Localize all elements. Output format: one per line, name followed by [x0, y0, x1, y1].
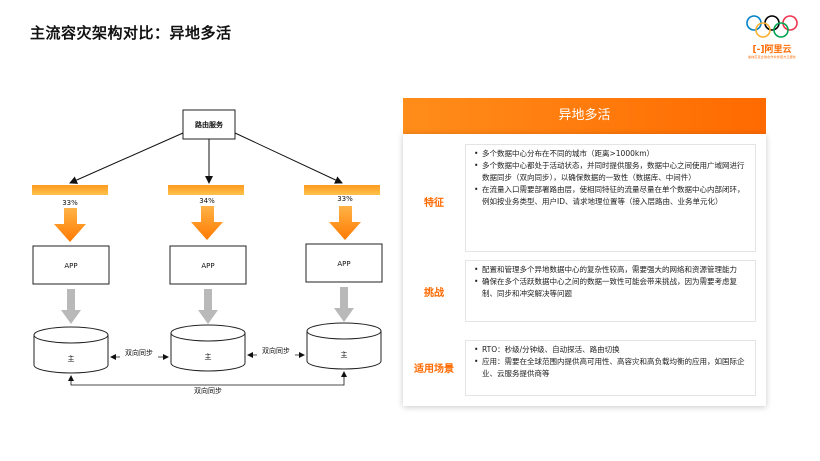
app-box-3 — [305, 243, 383, 283]
list-item: 配置和管理多个异地数据中心的复杂性较高，需要强大的网络和资源管理能力 — [474, 264, 747, 276]
olympic-rings-icon — [746, 15, 798, 38]
page-title: 主流容灾架构对比：异地多活 — [30, 24, 232, 42]
traffic-bar-3 — [304, 185, 380, 195]
active-active-diagram: 路由服务 33% 34% 33% APP APP APP 主 主 主 双向同步 … — [32, 109, 383, 395]
traffic-bar-1 — [32, 185, 108, 195]
row-box-challenges: 配置和管理多个异地数据中心的复杂性较高，需要强大的网络和资源管理能力 确保在多个… — [465, 260, 756, 322]
list-item: 确保在多个活跃数据中心之间的数据一致性可能会带来挑战，因为需要考虑复制、同步和冲… — [474, 276, 747, 300]
traffic-arrow-3 — [329, 206, 361, 240]
sync-label-2-3: 双向同步 — [262, 346, 290, 355]
router-arrow-1 — [69, 132, 184, 184]
traffic-bar-2 — [168, 185, 244, 195]
app-label-1: APP — [64, 262, 77, 270]
row-box-features: 多个数据中心分布在不同的城市（距离>1000km） 多个数据中心都处于活动状态，… — [465, 144, 756, 252]
db-arrow-2 — [198, 289, 218, 324]
row-label-scenarios: 适用场景 — [414, 364, 454, 375]
logo-text: [-]阿里云 — [752, 45, 792, 55]
db-arrow-1 — [61, 289, 81, 324]
traffic-percent-3: 33% — [337, 195, 353, 203]
list-item: 多个数据中心都处于活动状态，并同时提供服务，数据中心之间使用广域网进行数据同步（… — [474, 160, 747, 184]
list-item: RTO：秒级/分钟级、自动探活、路由切换 — [474, 344, 747, 356]
traffic-percent-1: 33% — [62, 199, 78, 207]
router-label: 路由服务 — [195, 120, 224, 129]
traffic-percent-2: 34% — [199, 197, 215, 205]
row-box-scenarios: RTO：秒级/分钟级、自动探活、路由切换 应用：需要在全球范围内提供高可用性、高… — [465, 340, 756, 396]
traffic-arrow-1 — [54, 208, 86, 242]
router-arrow-3 — [234, 132, 343, 184]
list-item: 多个数据中心分布在不同的城市（距离>1000km） — [474, 148, 747, 160]
scenarios-list: RTO：秒级/分钟级、自动探活、路由切换 应用：需要在全球范围内提供高可用性、高… — [474, 344, 747, 380]
list-item: 在流量入口需要部署路由层，使相同特征的流量尽量在单个数据中心内部闭环，例如按业务… — [474, 184, 747, 208]
sync-arrow-1-3 — [68, 371, 347, 386]
sync-label-1-3: 双向同步 — [194, 386, 222, 395]
db-arrow-3 — [334, 287, 354, 322]
db-label-3: 主 — [341, 350, 348, 359]
app-box-1 — [32, 245, 110, 285]
sync-label-1-2: 双向同步 — [125, 348, 153, 357]
database-2 — [170, 324, 246, 372]
alibaba-cloud-logo: [-]阿里云 奥林匹克全球合作伙伴官方云服务 — [740, 14, 804, 68]
row-label-challenges: 挑战 — [424, 288, 444, 299]
database-1 — [33, 326, 109, 374]
db-label-2: 主 — [205, 352, 212, 361]
panel-heading: 异地多活 — [403, 98, 766, 134]
db-label-1: 主 — [68, 354, 75, 363]
challenges-list: 配置和管理多个异地数据中心的复杂性较高，需要强大的网络和资源管理能力 确保在多个… — [474, 264, 747, 300]
logo-subtext: 奥林匹克全球合作伙伴官方云服务 — [747, 55, 796, 59]
router-box — [182, 109, 236, 140]
features-list: 多个数据中心分布在不同的城市（距离>1000km） 多个数据中心都处于活动状态，… — [474, 148, 747, 208]
database-3 — [306, 322, 382, 370]
list-item: 应用：需要在全球范围内提供高可用性、高容灾和高负载均衡的应用，如国际企业、云服务… — [474, 356, 747, 380]
app-label-3: APP — [337, 260, 350, 268]
app-label-2: APP — [201, 262, 214, 270]
comparison-panel: 特征 多个数据中心分布在不同的城市（距离>1000km） 多个数据中心都处于活动… — [403, 134, 766, 406]
traffic-arrow-2 — [191, 206, 223, 240]
row-label-features: 特征 — [424, 198, 444, 209]
alibaba-cloud-bracket-icon: [-] — [752, 45, 765, 55]
app-box-2 — [169, 245, 247, 285]
